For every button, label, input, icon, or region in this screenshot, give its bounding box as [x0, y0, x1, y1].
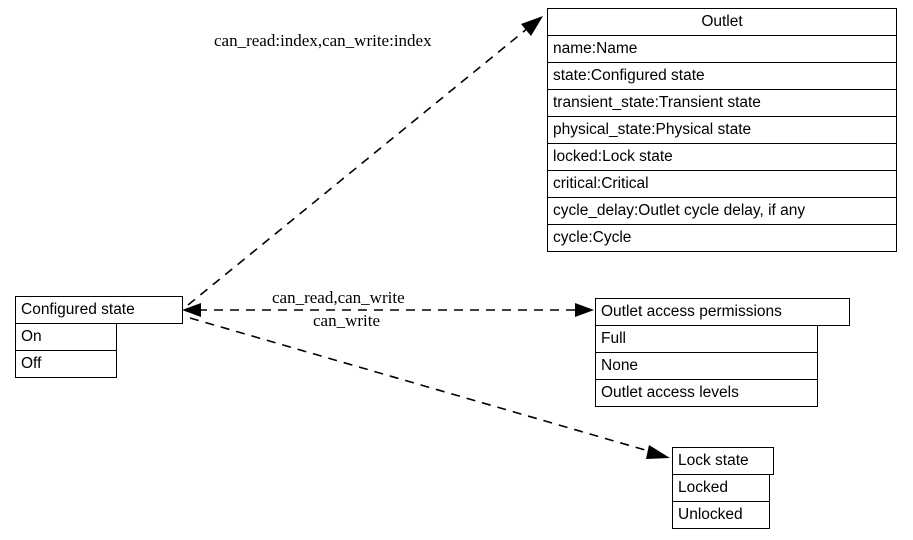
- entity-configured-state-value-on[interactable]: On: [15, 323, 117, 351]
- entity-lock-state-value-unlocked[interactable]: Unlocked: [672, 501, 770, 529]
- edge-configured-to-outlet: [187, 16, 543, 306]
- entity-outlet-access-permissions-value-full[interactable]: Full: [595, 325, 818, 353]
- entity-outlet-attribute-state[interactable]: state:Configured state: [547, 62, 897, 90]
- entity-outlet-attribute-cycle-delay[interactable]: cycle_delay:Outlet cycle delay, if any: [547, 197, 897, 225]
- arrow-head-outlet: [521, 16, 543, 36]
- entity-outlet-attribute-cycle[interactable]: cycle:Cycle: [547, 224, 897, 252]
- entity-outlet-attribute-physical-state[interactable]: physical_state:Physical state: [547, 116, 897, 144]
- entity-outlet-attribute-locked[interactable]: locked:Lock state: [547, 143, 897, 171]
- entity-outlet-attribute-name[interactable]: name:Name: [547, 35, 897, 63]
- edge-label-can-write: can_write: [313, 311, 381, 330]
- entity-outlet-attribute-transient-state[interactable]: transient_state:Transient state: [547, 89, 897, 117]
- entity-outlet-access-permissions-value-none[interactable]: None: [595, 352, 818, 380]
- entity-configured-state[interactable]: Configured state On Off: [15, 296, 183, 378]
- entity-configured-state-title: Configured state: [15, 296, 183, 324]
- entity-lock-state[interactable]: Lock state Locked Unlocked: [672, 447, 774, 529]
- entity-outlet-access-permissions[interactable]: Outlet access permissions Full None Outl…: [595, 298, 850, 407]
- arrow-head-permissions: [575, 303, 594, 317]
- arrow-head-configured-state: [182, 303, 201, 317]
- entity-outlet-attribute-critical[interactable]: critical:Critical: [547, 170, 897, 198]
- edge-label-can-read-index-can-write-index: can_read:index,can_write:index: [214, 31, 432, 50]
- entity-outlet-title: Outlet: [547, 8, 897, 36]
- entity-lock-state-title: Lock state: [672, 447, 774, 475]
- entity-outlet-access-permissions-title: Outlet access permissions: [595, 298, 850, 326]
- entity-outlet-access-permissions-value-levels[interactable]: Outlet access levels: [595, 379, 818, 407]
- entity-outlet[interactable]: Outlet name:Name state:Configured state …: [547, 8, 897, 252]
- edge-label-can-read-can-write: can_read,can_write: [272, 288, 405, 307]
- entity-lock-state-value-locked[interactable]: Locked: [672, 474, 770, 502]
- entity-configured-state-value-off[interactable]: Off: [15, 350, 117, 378]
- arrow-head-lock-state: [646, 445, 670, 459]
